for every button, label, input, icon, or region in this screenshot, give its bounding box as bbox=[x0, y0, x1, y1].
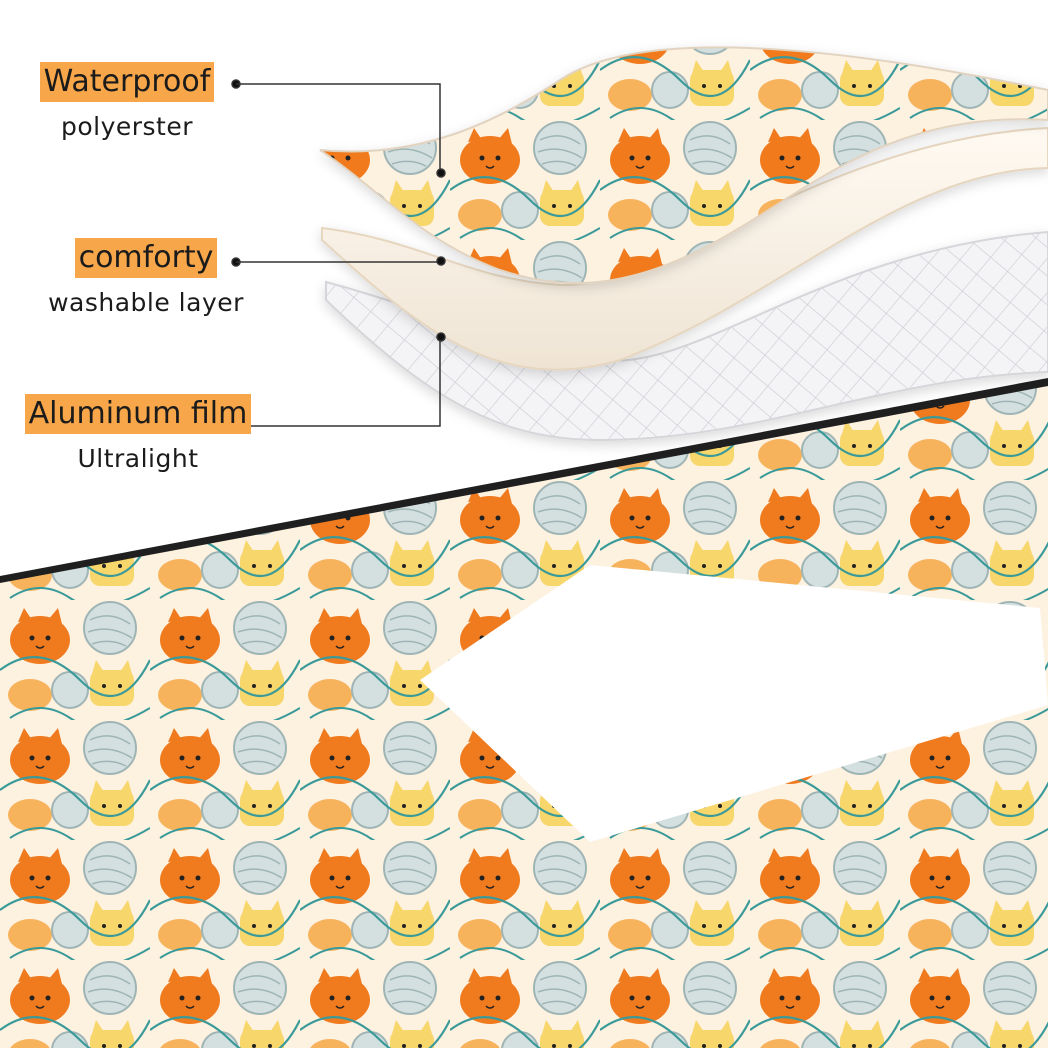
mat-main bbox=[0, 378, 1048, 1048]
label-waterproof-subtitle: polyerster bbox=[60, 112, 194, 141]
label-comforty-title: comforty bbox=[74, 238, 218, 278]
layer-waterproof bbox=[319, 46, 1048, 285]
callout-line-1 bbox=[236, 83, 441, 172]
label-comforty: comforty washable layer bbox=[28, 238, 264, 317]
label-waterproof: Waterproof polyerster bbox=[38, 62, 216, 141]
callout-lines bbox=[231, 79, 446, 431]
label-comforty-subtitle: washable layer bbox=[48, 288, 244, 317]
label-aluminum-title: Aluminum film bbox=[24, 394, 252, 434]
label-waterproof-title: Waterproof bbox=[39, 62, 215, 102]
callout-end-3 bbox=[436, 332, 446, 342]
label-aluminum: Aluminum film Ultralight bbox=[14, 394, 262, 473]
mat-opening bbox=[420, 565, 1048, 842]
callout-end-2 bbox=[436, 256, 446, 266]
callout-end-1 bbox=[436, 168, 446, 178]
callout-line-3 bbox=[236, 338, 441, 427]
label-aluminum-subtitle: Ultralight bbox=[77, 444, 199, 473]
